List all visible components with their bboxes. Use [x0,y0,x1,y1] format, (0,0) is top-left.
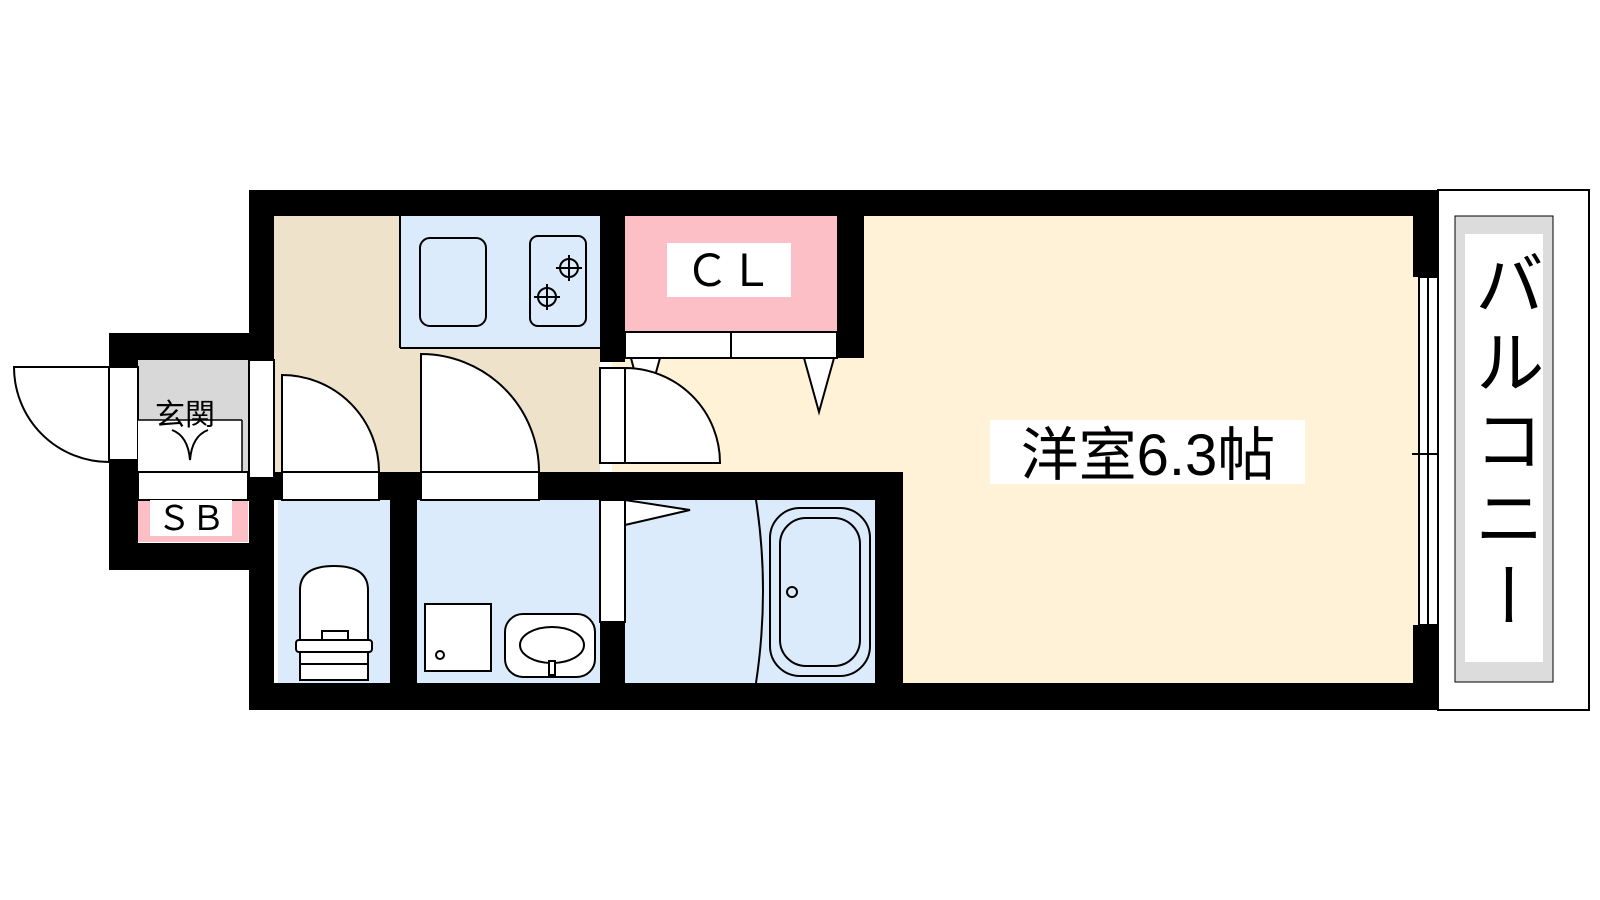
room-door-frame [599,367,626,464]
western-room-label-box [990,420,1305,484]
washer-drain-icon [435,650,445,660]
shoe-box-label: ＳＢ [157,500,225,538]
wall-wet-right [875,472,903,710]
wall-left-lower [249,478,274,710]
genkan: 玄関 ＳＢ [12,359,275,538]
closet-label: ＣＬ [685,247,773,296]
bathroom [755,499,871,684]
toilet [295,564,373,681]
closet-label-box [667,243,791,297]
balcony-label-box [1465,234,1543,662]
washer-icon [424,603,492,672]
entrance-door-swing [12,366,110,464]
burner-icon [534,284,560,310]
toilet-button-icon [321,630,349,641]
wall-closet-right [837,190,864,358]
wall-right-top [1413,190,1438,277]
balcony-label: バルコニー [1465,248,1543,638]
genkan-step [138,420,242,472]
interior-doors [281,352,722,623]
toilet-base-icon [299,651,369,681]
entrance-door-frame [108,366,139,461]
kitchen [399,216,600,349]
washroom-door-frame [420,471,540,501]
stove-icon [529,235,587,327]
western-room-label: 洋室6.3帖 [1021,423,1276,488]
western-room: 洋室6.3帖 [990,420,1305,488]
shoe-box-label-box [150,500,232,536]
wall-toilet-right [390,472,417,710]
wall-kitchen-right [600,190,625,362]
toilet-door-frame [281,471,380,501]
washroom-door-swing [420,352,541,473]
wall-right-bottom [1413,625,1438,710]
toilet-icon [299,564,369,641]
shoe-box-door [137,471,249,501]
bath-door-frame [599,499,626,623]
genkan-step-mark [171,429,209,461]
genkan-label: 玄関 [155,399,215,432]
faucet-icon [548,660,556,676]
bathtub-inner-icon [779,517,861,667]
wall-genkan-left-upper [109,333,138,367]
bathtub-icon [769,507,871,677]
toilet-door-swing [281,373,381,473]
sink-icon [419,237,487,327]
washroom [424,603,596,678]
wall-genkan-bottom [109,543,274,570]
bath-drain-icon [786,586,798,598]
bath-partition [755,499,764,684]
toilet-tank-icon [295,639,373,653]
wall-bottom [249,683,1438,710]
genkan-door-jamb [248,359,275,479]
walls [109,190,1438,710]
room-door-swing [624,366,722,464]
burner-icon [556,255,582,281]
closet-door-swing [802,357,836,416]
balcony: バルコニー [1437,189,1590,711]
washbasin-icon [519,626,585,664]
